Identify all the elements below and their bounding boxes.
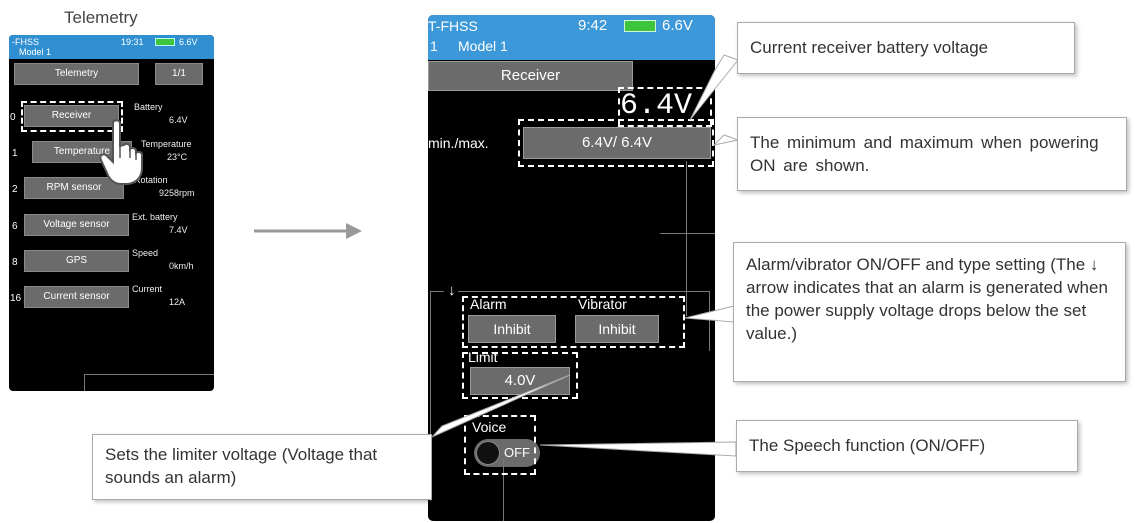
vibrator-button[interactable]: Inhibit bbox=[575, 315, 659, 343]
receiver-screen: T-FHSS 9:42 6.6V 1 Model 1 Receiver 6.4V… bbox=[428, 15, 715, 521]
gps-button[interactable]: GPS bbox=[24, 250, 129, 272]
receiver-voltage: 6.4V bbox=[620, 89, 693, 123]
voltage-highlight bbox=[618, 87, 712, 127]
row-label: Ext. battery bbox=[132, 212, 178, 222]
divider bbox=[660, 233, 715, 234]
callout-battery-voltage: Current receiver battery voltage bbox=[737, 22, 1075, 74]
divider bbox=[430, 291, 431, 501]
row-number: 2 bbox=[12, 184, 18, 195]
transmitter-voltage: 6.6V bbox=[662, 17, 693, 34]
voice-highlight bbox=[464, 415, 536, 475]
row-label: Temperature bbox=[141, 139, 192, 149]
minmax-label: min./max. bbox=[428, 135, 489, 151]
telemetry-screen: -FHSS 19:31 6.6V Model 1 Telemetry 1/1 0… bbox=[9, 35, 214, 391]
transmitter-voltage: 6.6V bbox=[179, 37, 198, 47]
receiver-button[interactable]: Receiver bbox=[24, 105, 119, 127]
telemetry-caption: Telemetry bbox=[64, 8, 138, 27]
page-indicator: 1/1 bbox=[155, 63, 203, 85]
clock: 19:31 bbox=[121, 37, 144, 47]
model-name: Model 1 bbox=[458, 38, 508, 54]
divider bbox=[503, 459, 504, 521]
status-bar: T-FHSS 9:42 6.6V 1 Model 1 bbox=[428, 15, 715, 60]
callout-speech: The Speech function (ON/OFF) bbox=[736, 420, 1078, 472]
battery-icon bbox=[624, 20, 656, 32]
row-value: 12A bbox=[169, 297, 186, 307]
telemetry-header-button[interactable]: Telemetry bbox=[14, 63, 139, 85]
divider bbox=[686, 161, 687, 316]
row-value: 23°C bbox=[167, 152, 188, 162]
row-number: 8 bbox=[12, 257, 18, 268]
row-number: 6 bbox=[12, 221, 18, 232]
row-number: 16 bbox=[10, 293, 22, 304]
selection-highlight bbox=[21, 101, 123, 132]
row-value: 7.4V bbox=[169, 225, 188, 235]
system-label: T-FHSS bbox=[428, 18, 478, 34]
row-label: Speed bbox=[132, 248, 159, 258]
voltage-sensor-button[interactable]: Voltage sensor bbox=[24, 214, 129, 236]
toggle-knob bbox=[476, 441, 500, 465]
row-value: 6.4V bbox=[169, 115, 188, 125]
divider bbox=[84, 374, 85, 391]
row-value: 0km/h bbox=[169, 261, 194, 271]
model-number: 1 bbox=[430, 38, 438, 54]
divider bbox=[84, 374, 214, 375]
battery-icon bbox=[155, 38, 175, 46]
system-label: -FHSS bbox=[12, 37, 39, 47]
minmax-display: 6.4V/ 6.4V bbox=[523, 127, 711, 159]
rpm-sensor-button[interactable]: RPM sensor bbox=[24, 177, 124, 199]
row-label: Current bbox=[132, 284, 163, 294]
alarm-arrow-icon: ↓ bbox=[448, 282, 456, 299]
model-name: Model 1 bbox=[19, 47, 52, 57]
callout-limit: Sets the limiter voltage (Voltage that s… bbox=[92, 434, 432, 500]
vibrator-label: Vibrator bbox=[578, 296, 627, 312]
divider bbox=[709, 291, 710, 351]
divider bbox=[430, 291, 444, 292]
callout-minmax: The minimum and maximum when powering ON… bbox=[737, 117, 1127, 191]
alarm-label: Alarm bbox=[470, 296, 507, 312]
alarm-highlight bbox=[462, 296, 685, 348]
row-label: Battery bbox=[134, 102, 163, 112]
row-value: 9258rpm bbox=[159, 188, 195, 198]
row-number: 0 bbox=[10, 112, 16, 123]
minmax-highlight bbox=[518, 119, 714, 167]
receiver-header-button[interactable]: Receiver bbox=[428, 61, 633, 91]
alarm-button[interactable]: Inhibit bbox=[468, 315, 556, 343]
voice-toggle[interactable]: OFF bbox=[474, 439, 540, 467]
divider bbox=[458, 291, 709, 292]
voice-label: Voice bbox=[472, 419, 507, 435]
current-sensor-button[interactable]: Current sensor bbox=[24, 286, 129, 308]
callout-alarm-vibrator: Alarm/vibrator ON/OFF and type setting (… bbox=[733, 242, 1126, 382]
row-number: 1 bbox=[12, 148, 18, 159]
clock: 9:42 bbox=[578, 17, 608, 34]
tap-hand-icon bbox=[99, 119, 143, 185]
transition-arrow-icon bbox=[254, 223, 362, 239]
row-label: Rotation bbox=[134, 175, 168, 185]
status-bar: -FHSS 19:31 6.6V Model 1 bbox=[9, 35, 214, 59]
voice-toggle-state: OFF bbox=[504, 445, 530, 460]
